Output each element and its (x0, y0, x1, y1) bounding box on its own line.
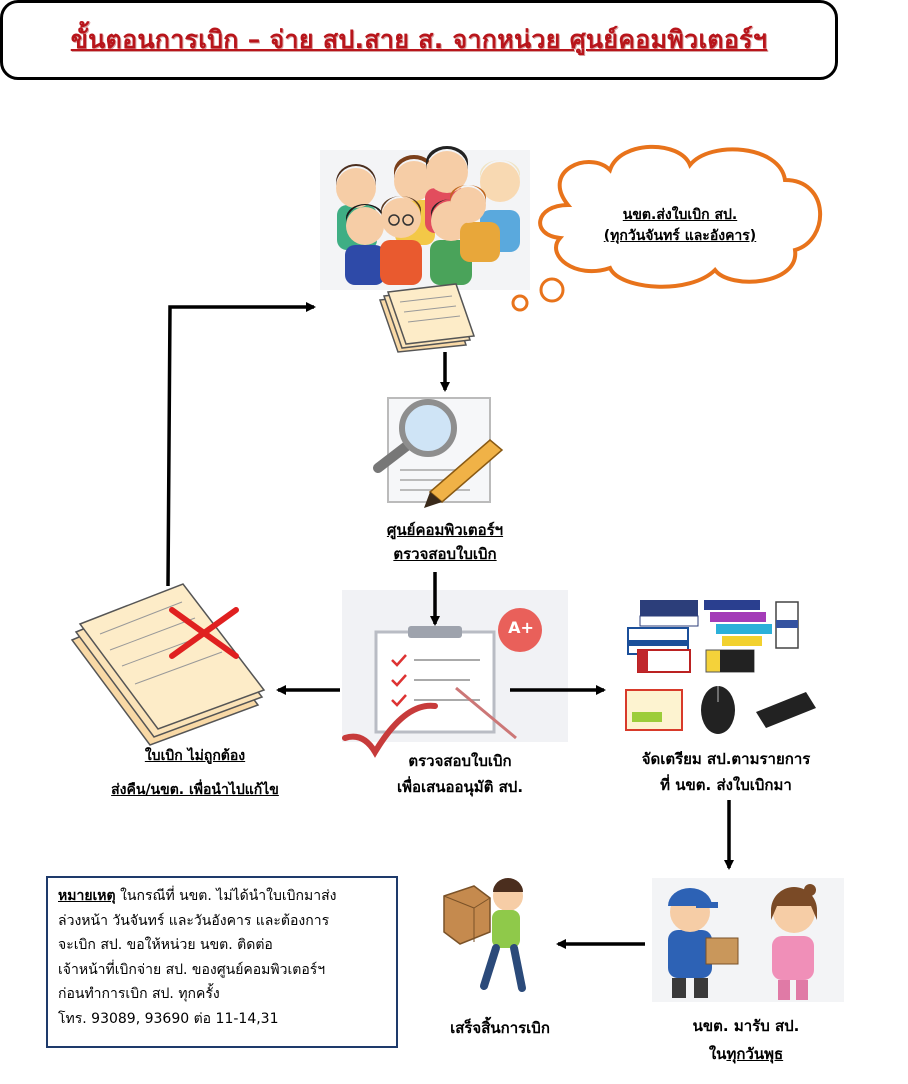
note-box: หมายเหตุ ในกรณีที่ นขต. ไม่ได้นำใบเบิกมา… (46, 876, 398, 1048)
delivery-scene-image (652, 878, 844, 1002)
arrow-reject-to-people (166, 302, 316, 587)
toner-box-icon (637, 649, 691, 673)
delivery-man-icon (668, 888, 718, 998)
ink-box-icon (704, 600, 772, 646)
step-pickup-prefix: ใน (708, 1045, 727, 1063)
flow-arrows (166, 302, 734, 949)
step-approve-label: ตรวจสอบใบเบิก เพื่อเสนออนุมัติ สป. (345, 748, 575, 800)
step-pickup-line-2: ในทุกวันพุธ (636, 1040, 856, 1068)
paper-ream-icon (625, 689, 683, 731)
man-carrying-box-image (443, 878, 526, 992)
note-line-5: ก่อนทำการเบิก สป. ทุกครั้ง (58, 986, 220, 1002)
note-line-2: ล่วงหน้า วันจันทร์ และวันอังคาร และต้องก… (58, 912, 330, 929)
paper-stack-icon (378, 283, 476, 353)
cloud-line-1: นขต.ส่งใบเบิก สป. (622, 207, 738, 223)
step-check-line-1: ศูนย์คอมพิวเตอร์ฯ (386, 521, 504, 539)
cloud-line-2: (ทุกวันจันทร์ และอังคาร) (603, 228, 757, 244)
toner-box-icon (639, 600, 699, 627)
magnifier-document-icon (373, 397, 504, 508)
red-x-icon (169, 607, 239, 659)
person-icon (345, 204, 385, 285)
person-icon (380, 196, 422, 285)
grade-badge: A+ (508, 618, 534, 637)
step-prepare-line-2: ที่ นขต. ส่งใบเบิกมา (660, 776, 792, 794)
person-icon (480, 160, 520, 252)
step-reject-line-1: ใบเบิก ไม่ถูกต้อง (144, 748, 246, 764)
thought-cloud (511, 144, 822, 312)
toner-box-icon (705, 649, 755, 673)
cloud-label: นขต.ส่งใบเบิก สป. (ทุกวันจันทร์ และอังคา… (565, 205, 795, 247)
clipboard-checklist-icon (342, 590, 568, 758)
title-box: ขั้นตอนการเบิก – จ่าย สป.สาย ส. จากหน่วย… (0, 0, 838, 80)
step-pickup-label: นขต. มารับ สป. ในทุกวันพุธ (636, 1012, 856, 1068)
step-prepare-line-1: จัดเตรียม สป.ตามรายการ (641, 750, 811, 768)
step-approve-line-2: เพื่อเสนออนุมัติ สป. (396, 778, 524, 796)
note-line-4: เจ้าหน้าที่เบิกจ่าย สป. ของศูนย์คอมพิวเต… (58, 961, 326, 978)
note-line-6: โทร. 93089, 93690 ต่อ 11-14,31 (58, 1010, 279, 1027)
rejected-papers-icon (70, 583, 266, 746)
package-box-icon (705, 937, 739, 965)
step-done-label: เสร็จสิ้นการเบิก (450, 1019, 550, 1037)
step-check-label: ศูนย์คอมพิวเตอร์ฯ ตรวจสอบใบเบิก (335, 518, 555, 566)
step-pickup-day: ทุกวันพุธ (726, 1045, 784, 1063)
note-line-3: จะเบิก สป. ขอให้หน่วย นขต. ติดต่อ (58, 937, 273, 953)
person-icon (450, 185, 500, 262)
step-check-line-2: ตรวจสอบใบเบิก (393, 545, 497, 563)
step-reject-label: ใบเบิก ไม่ถูกต้อง ส่งคืน/นขต. เพื่อนำไปแ… (70, 744, 320, 802)
note-line-1: ในกรณีที่ นขต. ไม่ได้นำใบเบิกมาส่ง (115, 888, 337, 904)
girl-receiving-icon (771, 884, 817, 1000)
step-prepare-label: จัดเตรียม สป.ตามรายการ ที่ นขต. ส่งใบเบิ… (596, 746, 856, 798)
page-title: ขั้นตอนการเบิก – จ่าย สป.สาย ส. จากหน่วย… (70, 25, 768, 54)
step-approve-line-1: ตรวจสอบใบเบิก (408, 752, 512, 770)
people-group-image (320, 146, 530, 290)
computer-supplies-image (625, 600, 816, 734)
note-title: หมายเหตุ (58, 888, 116, 904)
ribbon-box-icon (775, 601, 799, 649)
step-reject-line-2: ส่งคืน/นขต. เพื่อนำไปแก้ไข (111, 782, 279, 798)
step-pickup-line-1: นขต. มารับ สป. (692, 1017, 800, 1035)
keyboard-icon (756, 692, 816, 728)
mouse-icon (701, 686, 735, 734)
